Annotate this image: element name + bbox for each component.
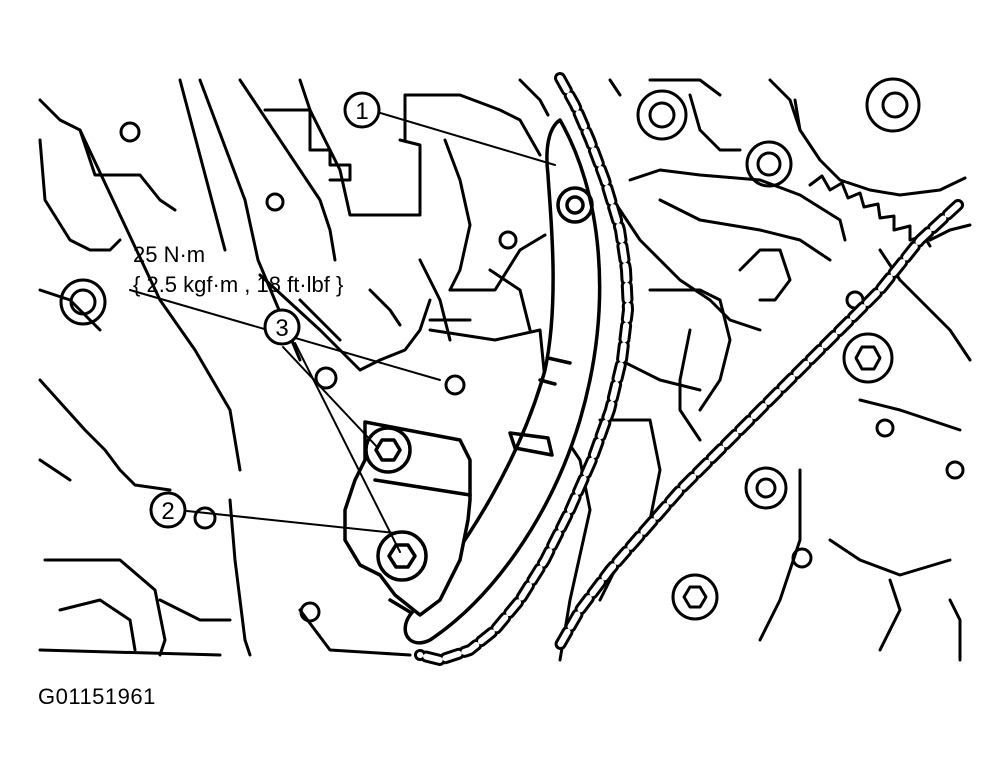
- callout-2: 2: [149, 491, 187, 529]
- torque-nm: 25 N·m: [133, 242, 206, 267]
- callout-1: 1: [343, 91, 381, 129]
- timing-chain: [414, 72, 964, 666]
- callout-3: 3: [263, 308, 301, 346]
- engine-block-outline: [38, 78, 972, 662]
- callout-2-label: 2: [161, 498, 174, 525]
- chain-tensioner-arm: [403, 118, 602, 645]
- cam-sprocket: [793, 77, 967, 248]
- background-bolts: [671, 332, 894, 621]
- torque-detail: { 2.5 kgf·m , 18 ft·lbf }: [133, 272, 344, 297]
- tensioner-bolts: [364, 426, 428, 582]
- callout-1-label: 1: [355, 98, 368, 125]
- figure-id: G01151961: [38, 684, 156, 709]
- callout-3-label: 3: [275, 315, 288, 342]
- torque-spec: 25 N·m { 2.5 kgf·m , 18 ft·lbf }: [133, 240, 343, 300]
